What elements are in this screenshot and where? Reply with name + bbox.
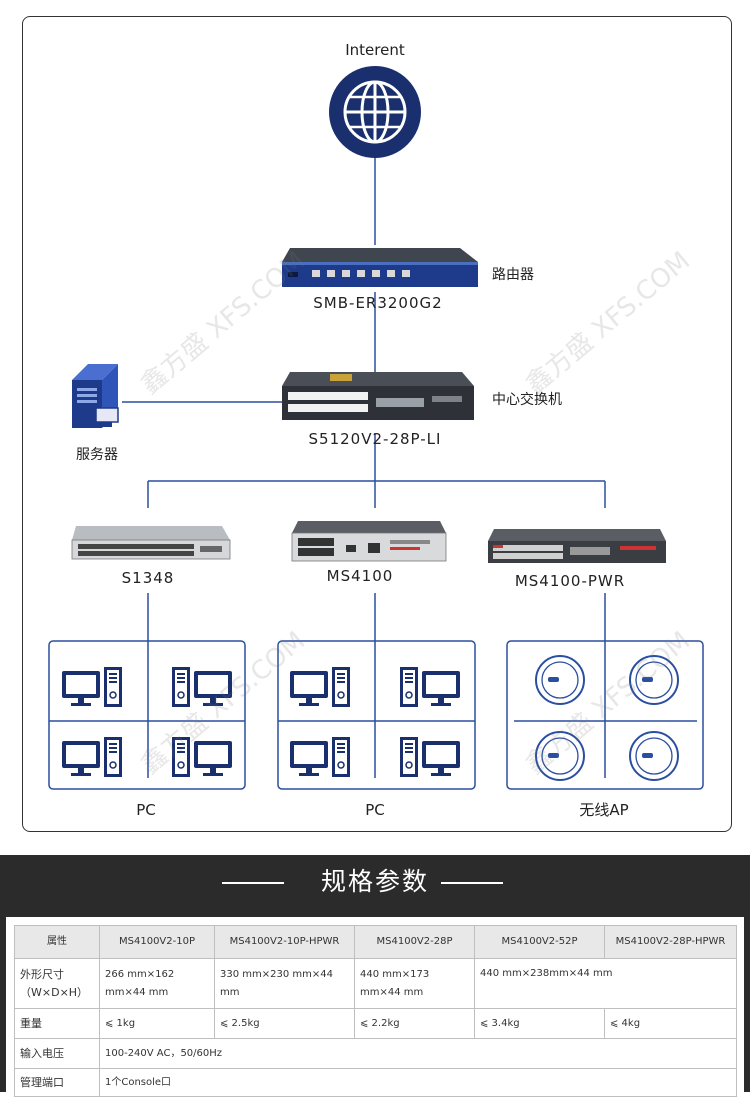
desktop-pc-icon bbox=[61, 736, 123, 778]
pc-group-1 bbox=[48, 640, 246, 790]
table-row: 重量 ⩽ 1kg ⩽ 2.5kg ⩽ 2.2kg ⩽ 3.4kg ⩽ 4kg bbox=[14, 1008, 737, 1039]
network-topology-diagram: Interent SMB-ER3200G2 路由器 S5120V2-28P-LI… bbox=[48, 41, 704, 819]
pc-group-2 bbox=[277, 640, 476, 790]
table-cell: 330 mm×230 mm×44 mm bbox=[214, 958, 355, 1009]
desktop-pc-icon bbox=[289, 736, 351, 778]
group-label-1: PC bbox=[136, 801, 156, 819]
spec-panel: 属性 MS4100V2-10P MS4100V2-10P-HPWR MS4100… bbox=[6, 917, 744, 1097]
ap-group bbox=[506, 640, 704, 790]
table-cell: ⩽ 2.2kg bbox=[354, 1008, 475, 1039]
desktop-pc-icon bbox=[399, 736, 461, 778]
access-switch-s1348 bbox=[71, 526, 231, 560]
table-cell: ⩽ 3.4kg bbox=[474, 1008, 605, 1039]
table-cell: ⩽ 4kg bbox=[604, 1008, 737, 1039]
access-switch-label-2: MS4100 bbox=[327, 567, 394, 585]
table-row: 输入电压 100-240V AC，50/60Hz bbox=[14, 1038, 737, 1069]
table-row: 外形尺寸（W×D×H） 266 mm×162 mm×44 mm 330 mm×2… bbox=[14, 958, 737, 1009]
globe-icon bbox=[329, 66, 421, 158]
table-cell: 1个Console口 bbox=[99, 1068, 737, 1097]
core-switch-model-label: S5120V2-28P-LI bbox=[309, 430, 442, 448]
spec-banner: 规格参数 bbox=[0, 855, 750, 909]
desktop-pc-icon bbox=[399, 666, 461, 708]
server-icon bbox=[72, 364, 119, 428]
svg-text:鑫方盛 XFS.COM: 鑫方盛 XFS.COM bbox=[520, 246, 696, 400]
table-header-row: 属性 MS4100V2-10P MS4100V2-10P-HPWR MS4100… bbox=[14, 925, 737, 959]
router-model-label: SMB-ER3200G2 bbox=[313, 294, 442, 312]
table-cell: ⩽ 1kg bbox=[99, 1008, 215, 1039]
table-cell: 266 mm×162 mm×44 mm bbox=[99, 958, 215, 1009]
header-cell: MS4100V2-10P bbox=[99, 925, 215, 959]
internet-label: Interent bbox=[345, 41, 405, 59]
table-cell: 440 mm×173 mm×44 mm bbox=[354, 958, 475, 1009]
table-cell: 100-240V AC，50/60Hz bbox=[99, 1038, 737, 1069]
header-cell: MS4100V2-10P-HPWR bbox=[214, 925, 355, 959]
access-switch-label-3: MS4100-PWR bbox=[515, 572, 625, 590]
row-label: 外形尺寸（W×D×H） bbox=[14, 958, 100, 1009]
desktop-pc-icon bbox=[289, 666, 351, 708]
wireless-ap-icon bbox=[535, 655, 585, 705]
access-switch-ms4100 bbox=[291, 521, 447, 562]
group-label-2: PC bbox=[365, 801, 385, 819]
spec-table: 属性 MS4100V2-10P MS4100V2-10P-HPWR MS4100… bbox=[14, 925, 737, 1097]
server-label: 服务器 bbox=[76, 447, 118, 463]
access-switch-ms4100-pwr bbox=[488, 529, 666, 563]
banner-title: 规格参数 bbox=[320, 867, 429, 896]
header-cell: MS4100V2-52P bbox=[474, 925, 605, 959]
header-cell: MS4100V2-28P-HPWR bbox=[604, 925, 737, 959]
spec-section: 属性 MS4100V2-10P MS4100V2-10P-HPWR MS4100… bbox=[0, 909, 750, 1097]
row-label: 重量 bbox=[14, 1008, 100, 1039]
banner-line-left bbox=[222, 882, 284, 884]
table-cell: ⩽ 2.5kg bbox=[214, 1008, 355, 1039]
group-label-3: 无线AP bbox=[579, 801, 628, 819]
header-cell: 属性 bbox=[14, 925, 100, 959]
svg-text:鑫方盛 XFS.COM: 鑫方盛 XFS.COM bbox=[135, 246, 311, 400]
router-device bbox=[282, 248, 478, 287]
access-switch-label-1: S1348 bbox=[122, 569, 175, 587]
switch-device bbox=[282, 372, 474, 420]
row-label: 管理端口 bbox=[14, 1068, 100, 1097]
table-cell: 440 mm×238mm×44 mm bbox=[474, 958, 737, 1009]
wireless-ap-icon bbox=[629, 731, 679, 781]
table-row: 管理端口 1个Console口 bbox=[14, 1068, 737, 1097]
core-switch-role-label: 中心交换机 bbox=[492, 391, 562, 408]
header-cell: MS4100V2-28P bbox=[354, 925, 475, 959]
router-role-label: 路由器 bbox=[492, 267, 534, 283]
row-label: 输入电压 bbox=[14, 1038, 100, 1069]
desktop-pc-icon bbox=[61, 666, 123, 708]
connection-lines bbox=[122, 158, 606, 778]
banner-line-right bbox=[441, 882, 503, 884]
